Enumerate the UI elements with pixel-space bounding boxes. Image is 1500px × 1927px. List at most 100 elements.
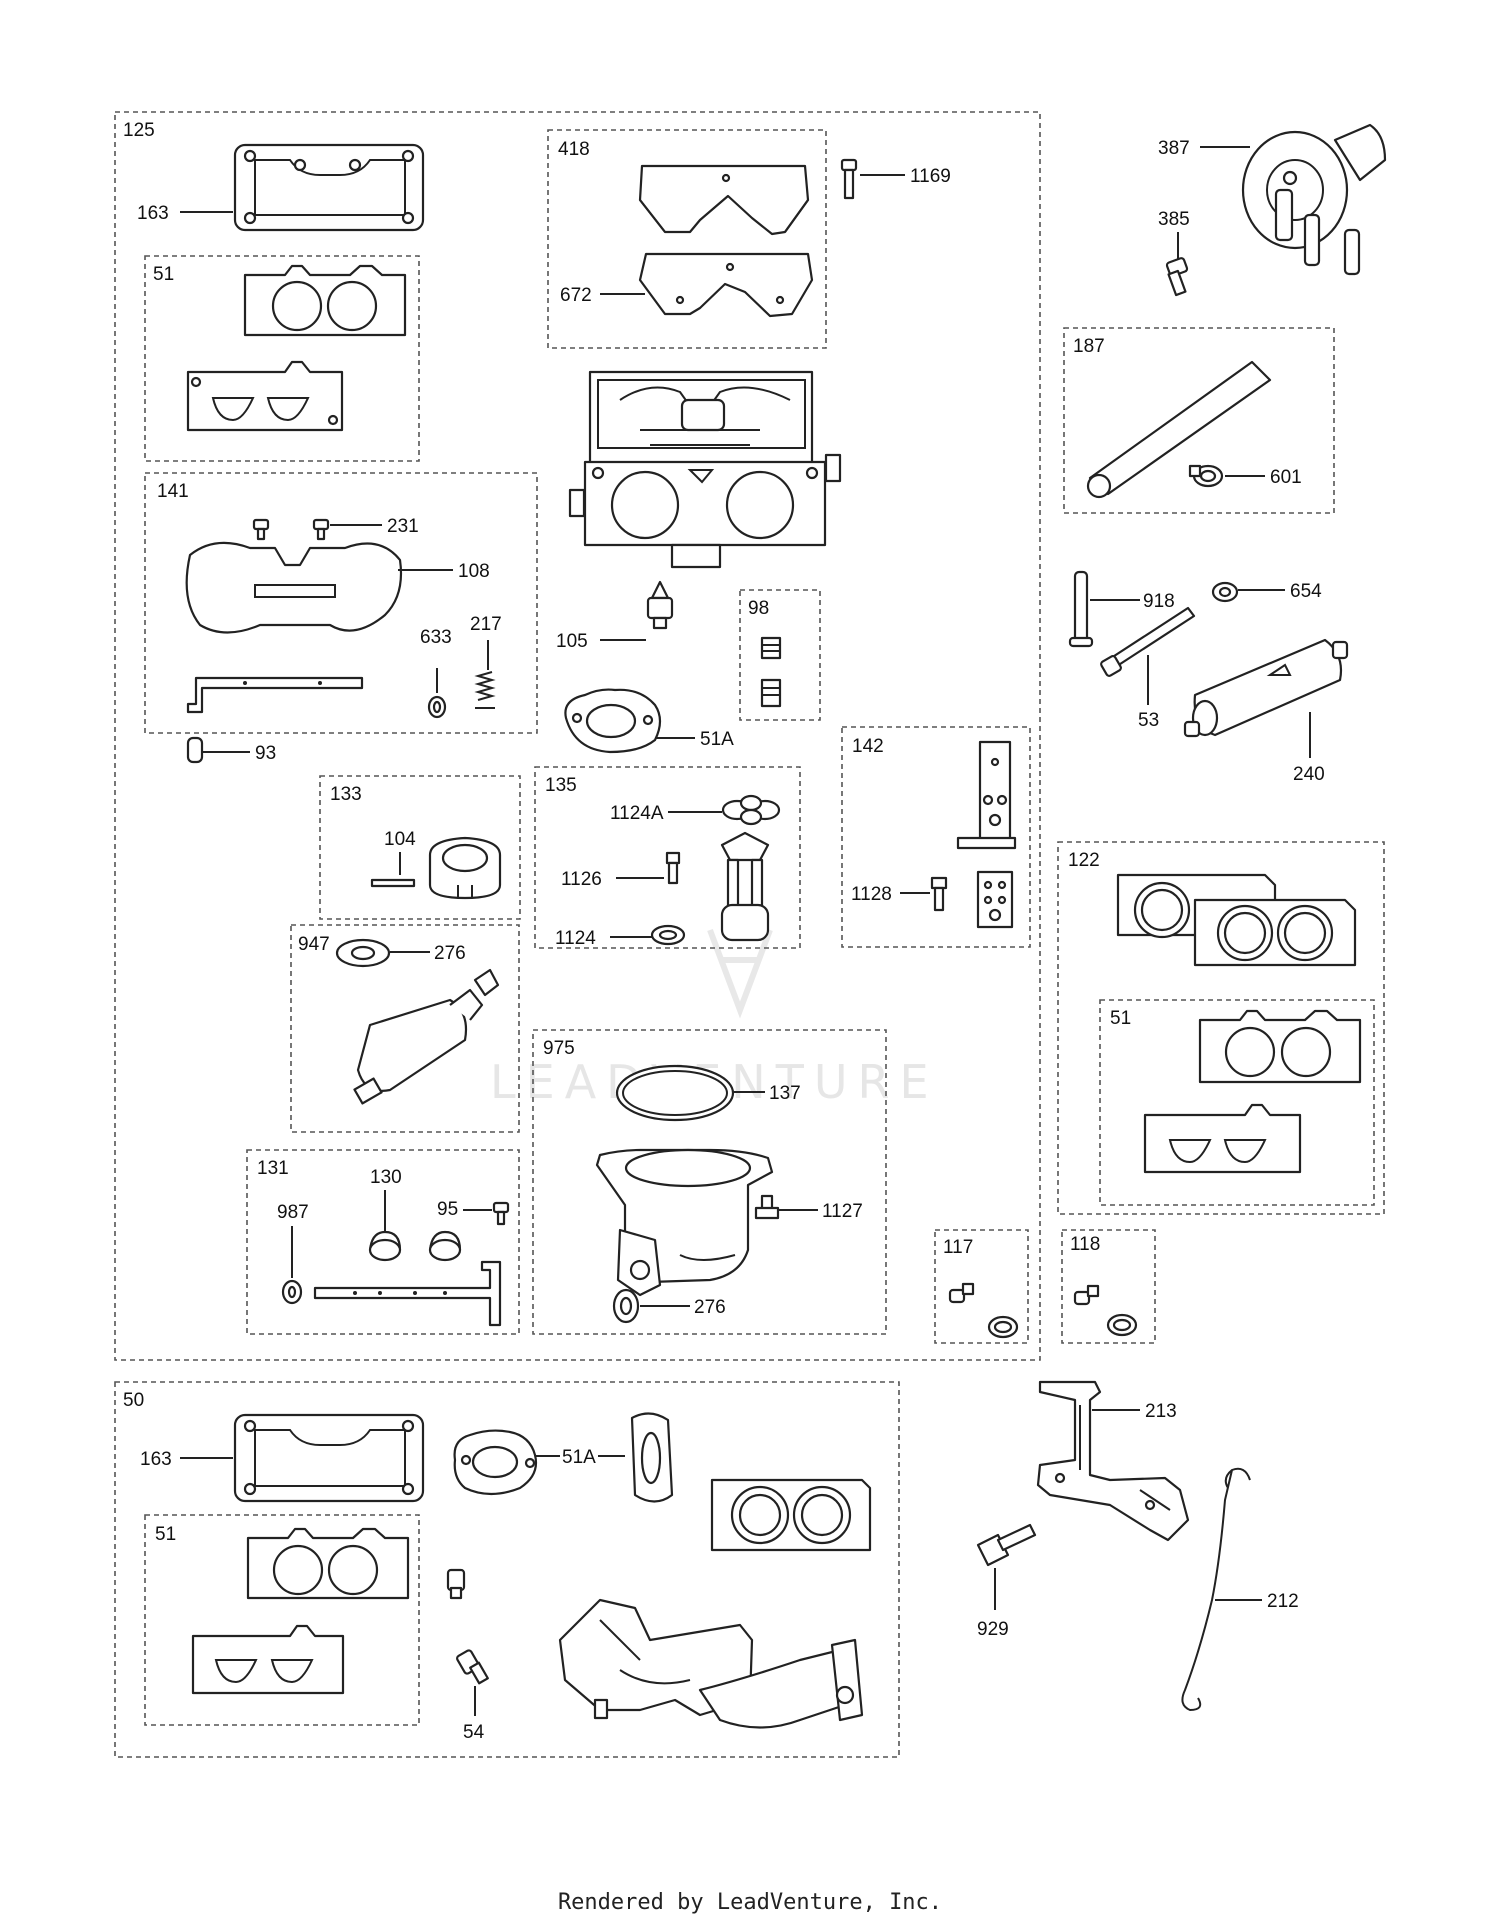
label-1128: 1128 [851, 884, 892, 905]
group-box-51-bottom [144, 1514, 420, 1726]
spring-217 [474, 671, 496, 709]
label-1127: 1127 [822, 1201, 863, 1222]
group-box-947 [290, 924, 520, 1133]
label-276-bottom: 276 [694, 1297, 726, 1318]
fuel-pump-387 [1241, 123, 1387, 276]
watermark-logo [707, 928, 773, 1019]
bracket-213 [1036, 1380, 1190, 1542]
gasket-108 [185, 541, 403, 634]
label-1169: 1169 [910, 166, 951, 187]
washer-118 [1106, 1313, 1138, 1337]
screw-231-b [312, 518, 330, 541]
group-label-122: 122 [1068, 850, 1100, 871]
clip-1124A [721, 794, 781, 826]
label-53: 53 [1138, 710, 1159, 731]
pin-918 [1068, 570, 1094, 648]
group-box-141 [144, 472, 538, 734]
gasket-51A-bottom [453, 1429, 538, 1496]
label-54: 54 [463, 1722, 485, 1743]
group-box-50 [114, 1381, 900, 1758]
group-box-142 [841, 726, 1031, 948]
group-box-51-top [144, 255, 420, 462]
fuel-filter-240 [1183, 638, 1349, 738]
gasket-51-right-half [1143, 1103, 1302, 1174]
nut-654 [1211, 581, 1239, 603]
group-label-142: 142 [852, 736, 884, 757]
group-box-418 [547, 129, 827, 349]
carburetor-body [568, 370, 842, 569]
group-label-51-bottom: 51 [155, 1524, 176, 1545]
washer-276-top [335, 938, 391, 968]
screw-118 [1073, 1284, 1100, 1306]
label-918: 918 [1143, 591, 1175, 612]
gasket-163-top [233, 143, 425, 232]
label-217: 217 [470, 614, 502, 635]
group-label-125: 125 [123, 120, 155, 141]
label-601: 601 [1270, 467, 1302, 488]
label-672: 672 [560, 285, 592, 306]
label-387: 387 [1158, 138, 1190, 159]
label-163: 163 [137, 203, 169, 224]
washer-117 [987, 1315, 1019, 1339]
label-987: 987 [277, 1202, 309, 1223]
gasket-intake-round [710, 1478, 872, 1552]
group-box-118 [1061, 1229, 1156, 1344]
screw-385 [1165, 257, 1189, 297]
screw-1169 [840, 158, 858, 200]
label-105: 105 [556, 631, 588, 652]
group-label-98: 98 [748, 598, 769, 619]
screw-1126 [665, 851, 681, 885]
gasket-51A [564, 688, 662, 754]
throttle-shaft [313, 1260, 502, 1327]
label-212: 212 [1267, 1591, 1299, 1612]
group-label-947: 947 [298, 934, 330, 955]
label-93: 93 [255, 743, 276, 764]
link-rod [186, 676, 364, 714]
screw-95 [492, 1201, 510, 1226]
bolt-929 [976, 1523, 1037, 1567]
group-box-975 [532, 1029, 887, 1335]
label-137: 137 [769, 1083, 801, 1104]
label-929: 929 [977, 1619, 1009, 1640]
label-240: 240 [1293, 764, 1325, 785]
label-104: 104 [384, 829, 416, 850]
gasket-51-bottom-round [246, 1527, 410, 1600]
jets-98 [760, 636, 782, 708]
label-654: 654 [1290, 581, 1322, 602]
gasket-163-bottom [233, 1413, 425, 1503]
needle-105 [646, 580, 674, 630]
plate-130-b [428, 1230, 462, 1262]
group-box-98 [739, 589, 821, 721]
solenoid-947 [353, 968, 500, 1105]
label-213: 213 [1145, 1401, 1177, 1422]
fitting [446, 1568, 466, 1600]
group-box-117 [934, 1229, 1029, 1344]
group-label-118: 118 [1070, 1234, 1100, 1255]
gasket-122-b [1193, 898, 1357, 967]
label-276-top: 276 [434, 943, 466, 964]
screw-54 [456, 1649, 489, 1685]
group-box-122 [1057, 841, 1385, 1215]
plate-142 [976, 870, 1014, 929]
rod-212 [1181, 1467, 1251, 1712]
washer-987 [281, 1279, 303, 1305]
label-231: 231 [387, 516, 419, 537]
plate-418 [638, 164, 810, 236]
gasket-51-half [186, 360, 344, 432]
gasket-672 [638, 252, 814, 318]
group-label-975: 975 [543, 1038, 575, 1059]
intake-manifold [558, 1598, 864, 1729]
gasket-51-bottom-half [191, 1624, 345, 1695]
gasket-vertical [630, 1412, 674, 1503]
screw-117 [948, 1282, 975, 1304]
group-box-133 [319, 775, 521, 920]
label-633: 633 [420, 627, 452, 648]
group-box-135 [534, 766, 801, 949]
footer-credit: Rendered by LeadVenture, Inc. [557, 1890, 943, 1915]
group-label-51-right: 51 [1110, 1008, 1131, 1029]
label-1126: 1126 [561, 869, 602, 890]
group-label-117: 117 [943, 1237, 973, 1258]
group-box-131 [246, 1149, 520, 1335]
washer-633 [427, 695, 447, 719]
